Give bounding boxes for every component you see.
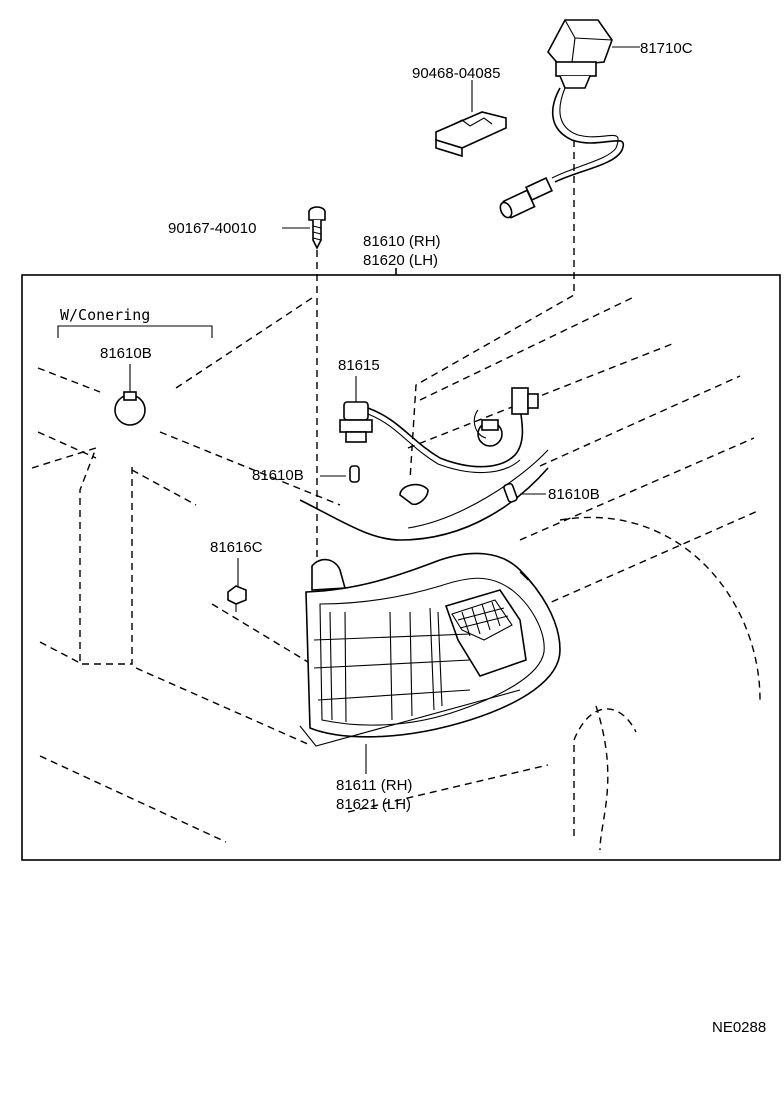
clip-part [435, 111, 507, 158]
label-bulb-left: 81610B [252, 467, 304, 484]
drawing-code: NE0288 [712, 1019, 766, 1036]
label-cornering-bulb: 81610B [100, 345, 152, 362]
label-bulb-right: 81610B [548, 486, 600, 503]
variant-label: W/Conering [60, 306, 150, 324]
socket-81615-part [339, 387, 539, 474]
label-nut: 81616C [210, 539, 263, 556]
screw-part [308, 206, 326, 250]
label-81710c: 81710C [640, 40, 693, 57]
socket-81710c-part [499, 19, 625, 219]
socket-axis [409, 140, 575, 481]
label-lens-lh: 81621 (LH) [336, 796, 411, 813]
label-socket: 81615 [338, 357, 380, 374]
lens-part [299, 552, 561, 747]
bulb-left-part [349, 465, 360, 483]
body-contour [299, 467, 549, 541]
cornering-bulb-part [114, 391, 146, 426]
bulb-right-part [503, 482, 518, 503]
assembly-frame [21, 274, 781, 861]
body-outline [31, 295, 761, 851]
bulb-hole-part [399, 483, 429, 506]
label-clip: 90468-04085 [412, 65, 500, 82]
nut-part [227, 585, 247, 612]
group-label-lh: 81620 (LH) [363, 252, 438, 269]
variant-bracket [57, 325, 213, 338]
label-lens-rh: 81611 (RH) [336, 777, 412, 794]
group-label-rh: 81610 (RH) [363, 233, 441, 250]
body-contour-inner [407, 449, 549, 529]
label-screw: 90167-40010 [168, 220, 256, 237]
